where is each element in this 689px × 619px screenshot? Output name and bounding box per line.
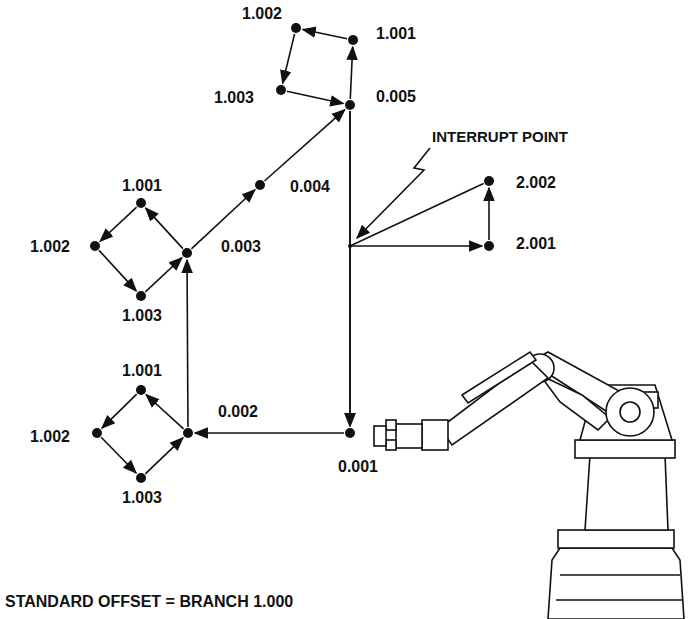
point-label: 0.004 [290, 178, 330, 196]
robot-finger [374, 426, 386, 446]
point-label: 2.002 [516, 174, 556, 192]
robot-strut [540, 375, 610, 430]
robot-column [585, 455, 668, 530]
robot-forearm [440, 360, 548, 445]
path-point: 1.003 [136, 473, 146, 483]
path-point: 0.003 [182, 248, 192, 258]
path-connector [145, 258, 182, 292]
interrupt-label: INTERRUPT POINT [432, 128, 568, 145]
path-point: 0.002 [183, 428, 193, 438]
path-point: 1.002 [90, 241, 100, 251]
path-point: 1.003 [276, 85, 286, 95]
path-connector [287, 91, 343, 103]
point-label: 1.001 [122, 362, 162, 380]
path-connector [264, 110, 344, 181]
point-label: 0.002 [218, 403, 258, 421]
path-point: 2.001 [484, 241, 494, 251]
path-point: 0.001 [345, 428, 355, 438]
path-connector [283, 34, 295, 83]
robot-base-line [560, 574, 680, 576]
point-label: 0.003 [221, 238, 261, 256]
path-connector [195, 432, 344, 434]
robot-gripper-body [396, 424, 422, 448]
interrupt-leader [357, 148, 430, 238]
path-point: 1.002 [291, 23, 301, 33]
path-connector [146, 208, 183, 248]
path-connector [186, 260, 189, 427]
point-label: 1.002 [30, 238, 70, 256]
point-label: 0.005 [376, 88, 416, 106]
path-connector [99, 250, 136, 290]
point-label: 0.001 [338, 458, 378, 476]
robot-jaw [386, 440, 396, 450]
robot-turntable [575, 440, 675, 458]
path-point: 1.001 [348, 35, 358, 45]
robot-base-line [556, 599, 682, 601]
robot-flange [558, 530, 674, 548]
point-label: 1.001 [376, 25, 416, 43]
footnote-label: STANDARD OFFSET = BRANCH 1.000 [5, 593, 293, 611]
point-label: 1.003 [214, 89, 254, 107]
path-connector [102, 394, 137, 428]
robot-shoulder-hub [620, 402, 640, 422]
point-label: 1.001 [122, 177, 162, 195]
robot-jaw [386, 420, 396, 430]
path-connector [488, 188, 490, 240]
path-point: 1.001 [136, 198, 146, 208]
point-label: 1.003 [122, 489, 162, 507]
path-point: 1.001 [136, 385, 146, 395]
path-connector [303, 29, 347, 38]
point-label: 1.003 [122, 307, 162, 325]
robot-illustration [374, 352, 684, 619]
path-point: 0.004 [255, 180, 265, 190]
robot-pedestal [548, 548, 684, 619]
robot-wrist [422, 420, 448, 450]
path-connector [101, 437, 136, 473]
path-connector [350, 47, 352, 99]
path-connector [146, 395, 183, 429]
point-label: 2.001 [516, 235, 556, 253]
path-connector [145, 438, 183, 474]
path-connector [100, 207, 137, 241]
path-connector [350, 184, 484, 426]
robot-shoulder [606, 388, 654, 436]
path-point: 1.003 [136, 291, 146, 301]
point-label: 1.002 [242, 5, 282, 23]
point-label: 1.002 [30, 428, 70, 446]
path-point: 2.002 [484, 176, 494, 186]
path-point: 0.005 [345, 100, 355, 110]
robot-forearm-rod [462, 352, 536, 403]
path-point: 1.002 [92, 428, 102, 438]
